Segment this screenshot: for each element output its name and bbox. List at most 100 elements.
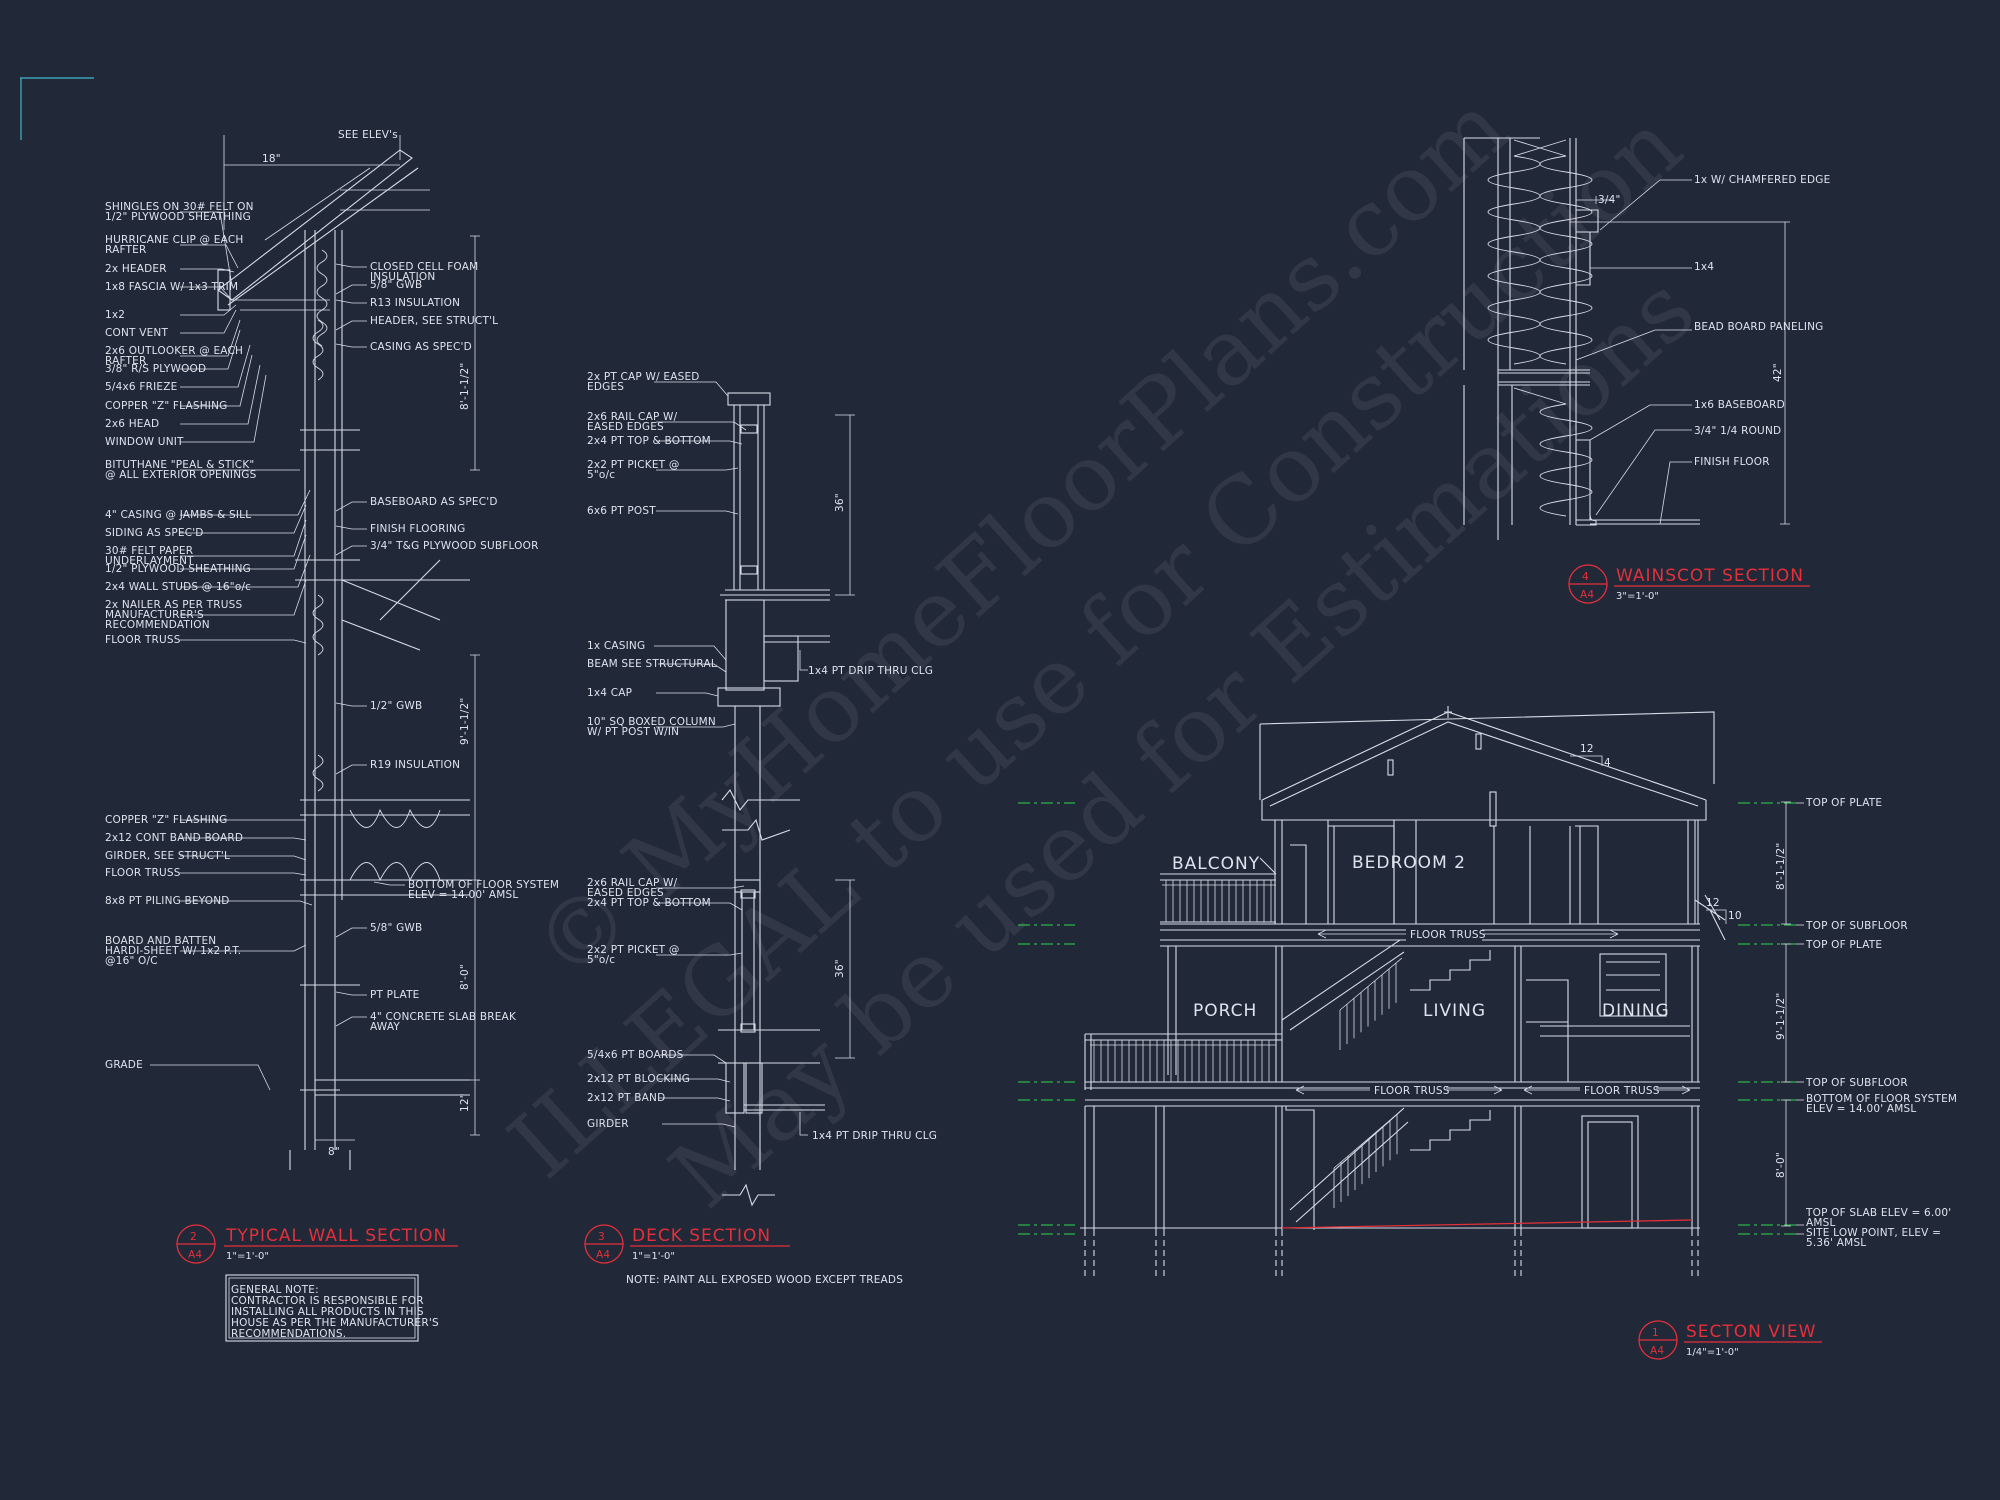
general-note-line-3: INSTALLING ALL PRODUCTS IN THIS	[231, 1306, 424, 1318]
pitch-run-roof: 12	[1580, 743, 1594, 755]
level-label-1: TOP OF PLATE	[1805, 797, 1882, 809]
deck-label-2: 2x6 RAIL CAP W/EASED EDGES	[587, 411, 678, 433]
dim-foot: 8"	[328, 1146, 340, 1158]
general-note-line-2: CONTRACTOR IS RESPONSIBLE FOR	[231, 1295, 424, 1307]
truss-label-lower-right: FLOOR TRUSS	[1584, 1085, 1660, 1097]
pitch-rise-eave: 10	[1728, 910, 1742, 922]
wall-label-right-3: R13 INSULATION	[370, 297, 460, 309]
wall-label-left-5: 1x2	[105, 309, 125, 321]
pitch-rise-roof: 4	[1604, 757, 1611, 769]
room-balcony: BALCONY	[1172, 854, 1260, 874]
deck-drip-lower: 1x4 PT DRIP THRU CLG	[812, 1130, 937, 1142]
wall-label-right-7: FINISH FLOORING	[370, 523, 465, 535]
wall-section-title: TYPICAL WALL SECTION	[225, 1226, 447, 1246]
deck-label-10: 2x6 RAIL CAP W/EASED EDGES	[587, 877, 678, 899]
level-label-4: TOP OF SUBFLOOR	[1805, 1077, 1908, 1089]
section-view-title: SECTON VIEW	[1686, 1322, 1816, 1342]
general-note-line-5: RECOMMENDATIONS.	[231, 1328, 346, 1340]
section-dim-lower: 8'-0"	[1775, 1152, 1787, 1178]
pitch-run-eave: 12	[1706, 897, 1720, 909]
room-bedroom-2: BEDROOM 2	[1352, 853, 1466, 873]
dim-base: 12"	[459, 1093, 471, 1112]
section-view: FLOOR TRUSS FLOOR TRUSS FLOOR TRUSS BALC…	[1018, 706, 1957, 1360]
wainscot-label-6: FINISH FLOOR	[1694, 456, 1770, 468]
wall-label-left-14: 4" CASING @ JAMBS & SILL	[105, 509, 251, 521]
wainscot-label-3: BEAD BOARD PANELING	[1694, 321, 1824, 333]
deck-section-sheet: A4	[596, 1249, 610, 1261]
wall-label-left-6: CONT VENT	[105, 327, 168, 339]
wall-label-left-21: COPPER "Z" FLASHING	[105, 814, 227, 826]
section-view-scale: 1/4"=1'-0"	[1686, 1347, 1739, 1358]
deck-label-11: 2x4 PT TOP & BOTTOM	[587, 897, 711, 909]
deck-dim-lower: 36"	[834, 959, 846, 978]
wall-label-left-24: FLOOR TRUSS	[105, 867, 181, 879]
wall-label-left-9: 5/4x6 FRIEZE	[105, 381, 177, 393]
wall-label-left-15: SIDING AS SPEC'D	[105, 527, 204, 539]
deck-label-6: 1x CASING	[587, 640, 645, 652]
deck-label-8: 1x4 CAP	[587, 687, 632, 699]
deck-label-4: 2x2 PT PICKET @5"o/c	[587, 459, 680, 481]
wall-section-scale: 1"=1'-0"	[226, 1251, 269, 1262]
wainscot-dim-height: 42"	[1772, 363, 1784, 382]
deck-label-14: 2x12 PT BLOCKING	[587, 1073, 690, 1085]
section-dim-upper: 8'-1-1/2"	[1775, 843, 1787, 890]
wall-label-left-17: 1/2" PLYWOOD SHEATHING	[105, 563, 251, 575]
wall-label-left-10: COPPER "Z" FLASHING	[105, 400, 227, 412]
wall-label-left-23: GIRDER, SEE STRUCT'L	[105, 850, 230, 862]
deck-label-12: 2x2 PT PICKET @5"o/c	[587, 944, 680, 966]
section-dim-middle: 9'-1-1/2"	[1775, 993, 1787, 1040]
wall-label-right-4: HEADER, SEE STRUCT'L	[370, 315, 498, 327]
wall-label-left-4: 1x8 FASCIA W/ 1x3 TRIM	[105, 281, 238, 293]
general-note-line-4: HOUSE AS PER THE MANUFACTURER'S	[231, 1317, 439, 1329]
level-label-6: TOP OF SLAB ELEV = 6.00'AMSL	[1805, 1207, 1951, 1229]
wainscot-label-5: 3/4" 1/4 ROUND	[1694, 425, 1781, 437]
wainscot-dim-small: 3/4"	[1598, 194, 1621, 206]
wainscot-label-1: 1x W/ CHAMFERED EDGE	[1694, 174, 1830, 186]
wall-section-sheet: A4	[188, 1249, 202, 1261]
wall-label-right-9: 1/2" GWB	[370, 700, 422, 712]
deck-label-3: 2x4 PT TOP & BOTTOM	[587, 435, 711, 447]
wall-label-left-12: WINDOW UNIT	[105, 436, 184, 448]
wainscot-section-title: WAINSCOT SECTION	[1616, 566, 1804, 586]
truss-label-lower-left: FLOOR TRUSS	[1374, 1085, 1450, 1097]
deck-label-5: 6x6 PT POST	[587, 505, 656, 517]
level-label-2: TOP OF SUBFLOOR	[1805, 920, 1908, 932]
wainscot-section-number: 4	[1582, 571, 1589, 583]
wall-label-right-2: 5/8" GWB	[370, 279, 422, 291]
wall-label-right-12: 5/8" GWB	[370, 922, 422, 934]
wall-label-left-20: FLOOR TRUSS	[105, 634, 181, 646]
deck-section-title: DECK SECTION	[632, 1226, 771, 1246]
general-note-line-1: GENERAL NOTE:	[231, 1284, 319, 1296]
wall-label-left-27: GRADE	[105, 1059, 143, 1071]
deck-section-number: 3	[598, 1231, 605, 1243]
dim-upper: 8'-1-1/2"	[459, 363, 471, 410]
see-elev-label: SEE ELEV's	[338, 129, 398, 141]
deck-section-scale: 1"=1'-0"	[632, 1251, 675, 1262]
dim-middle: 9'-1-1/2"	[459, 698, 471, 745]
wall-label-right-5: CASING AS SPEC'D	[370, 341, 472, 353]
room-porch: PORCH	[1193, 1001, 1257, 1021]
deck-label-16: GIRDER	[587, 1118, 629, 1130]
wainscot-section-scale: 3"=1'-0"	[1616, 591, 1659, 602]
wall-label-right-6: BASEBOARD AS SPEC'D	[370, 496, 498, 508]
wainscot-section-sheet: A4	[1580, 589, 1594, 601]
deck-dim-upper: 36"	[834, 493, 846, 512]
wall-label-left-22: 2x12 CONT BAND BOARD	[105, 832, 243, 844]
wall-label-right-8: 3/4" T&G PLYWOOD SUBFLOOR	[370, 540, 539, 552]
typical-wall-section: 8'-1-1/2" 9'-1-1/2" 8'-0" 12" 8" 18" SEE…	[105, 129, 559, 1342]
deck-label-13: 5/4x6 PT BOARDS	[587, 1049, 684, 1061]
wall-label-left-3: 2x HEADER	[105, 263, 167, 275]
wainscot-label-4: 1x6 BASEBOARD	[1694, 399, 1785, 411]
general-note-box	[225, 1274, 419, 1342]
